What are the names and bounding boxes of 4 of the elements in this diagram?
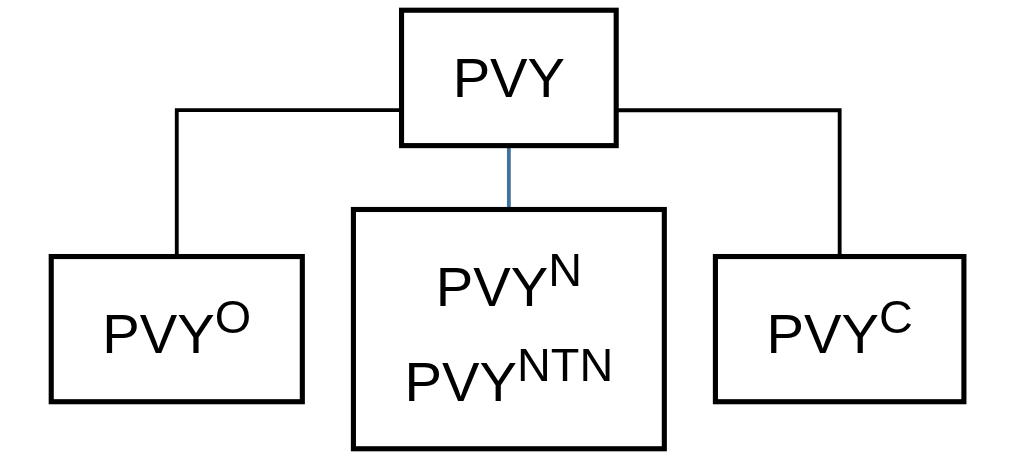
node-box: PVY (398, 7, 619, 149)
node-box: PVY$^{C}$ (712, 254, 967, 405)
node-box: PVY$^{N}$ PVY$^{NTN}$ (350, 206, 667, 452)
node-box: PVY$^{O}$ (48, 254, 305, 405)
